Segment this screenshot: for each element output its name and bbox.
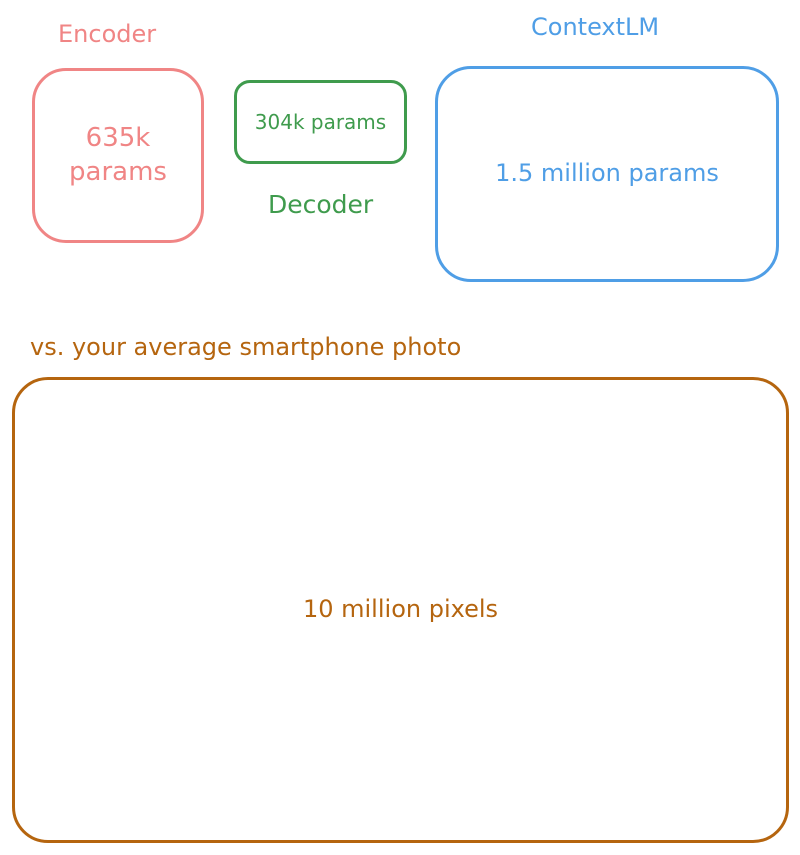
decoder-params-text: 304k params: [254, 110, 387, 134]
contextlm-params-text: 1.5 million params: [495, 159, 719, 188]
encoder-params-value: 635k: [85, 122, 151, 153]
decoder-box: 304k params: [234, 80, 407, 164]
contextlm-box: 1.5 million params: [435, 66, 779, 282]
encoder-box: 635k params: [32, 68, 204, 243]
photo-box: 10 million pixels: [12, 377, 789, 843]
photo-comparison-title: vs. your average smartphone photo: [30, 333, 462, 361]
encoder-title: Encoder: [58, 20, 157, 48]
encoder-params-unit: params: [69, 156, 167, 187]
photo-pixels-text: 10 million pixels: [302, 595, 499, 624]
decoder-title: Decoder: [268, 190, 374, 219]
contextlm-title: ContextLM: [531, 13, 660, 41]
encoder-params-text: 635k params: [69, 122, 167, 190]
